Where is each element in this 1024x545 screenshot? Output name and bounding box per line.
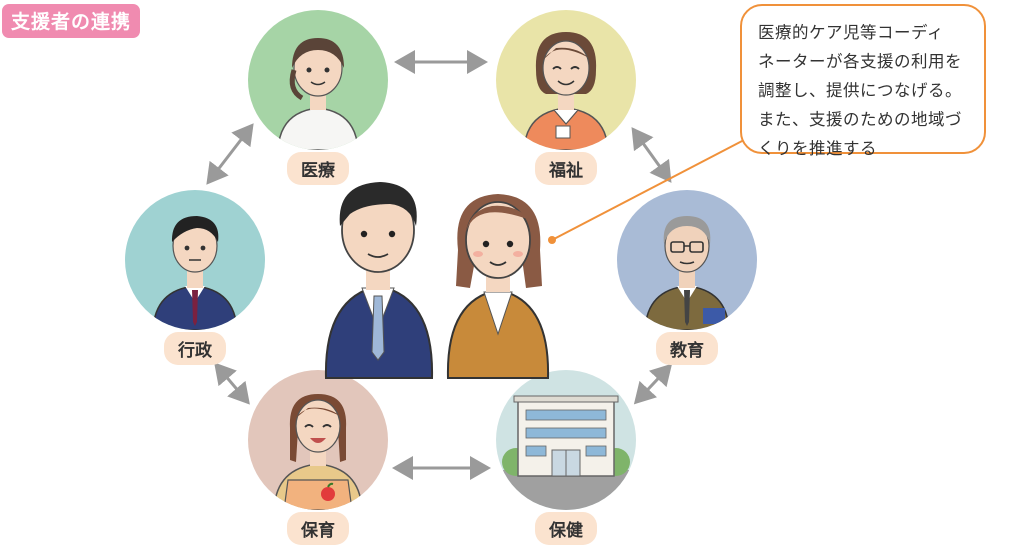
- label-childcare: 保育: [287, 512, 349, 545]
- node-health: 保健: [496, 370, 636, 545]
- label-administration: 行政: [164, 332, 226, 365]
- label-education: 教育: [656, 332, 718, 365]
- node-administration: 行政: [125, 190, 265, 365]
- node-welfare: 福祉: [496, 10, 636, 185]
- childcare-illustration: [248, 370, 388, 510]
- coordinator-man: [324, 182, 434, 379]
- education-illustration: [617, 190, 757, 330]
- callout-line: 医療的ケア児等コーディ: [758, 23, 944, 42]
- callout-pointer: [551, 139, 745, 241]
- coordinator-callout: 医療的ケア児等コーディ ネーターが各支援の利用を 調整し、提供につなげる。 また…: [740, 4, 986, 158]
- callout-line: ネーターが各支援の利用を: [758, 52, 962, 71]
- node-childcare: 保育: [248, 370, 388, 545]
- health-illustration: [496, 370, 636, 510]
- callout-pointer-dot: [548, 236, 556, 244]
- label-medical: 医療: [287, 152, 349, 185]
- callout-line: また、支援のための地域づ: [758, 110, 962, 129]
- page-title: 支援者の連携: [2, 4, 141, 38]
- arrow-childcare-administration: [214, 362, 250, 405]
- node-education: 教育: [617, 190, 757, 365]
- administration-illustration: [125, 190, 265, 330]
- coordinator-woman: [446, 194, 550, 379]
- arrow-education-health: [633, 363, 673, 405]
- arrow-administration-medical: [206, 123, 254, 185]
- label-welfare: 福祉: [535, 152, 597, 185]
- callout-line: くりを推進する: [758, 139, 877, 158]
- arrow-welfare-education: [631, 127, 672, 183]
- callout-line: 調整し、提供につなげる。: [758, 81, 962, 100]
- node-medical: 医療: [248, 10, 388, 185]
- welfare-illustration: [496, 10, 636, 150]
- medical-illustration: [248, 10, 388, 150]
- label-health: 保健: [535, 512, 597, 545]
